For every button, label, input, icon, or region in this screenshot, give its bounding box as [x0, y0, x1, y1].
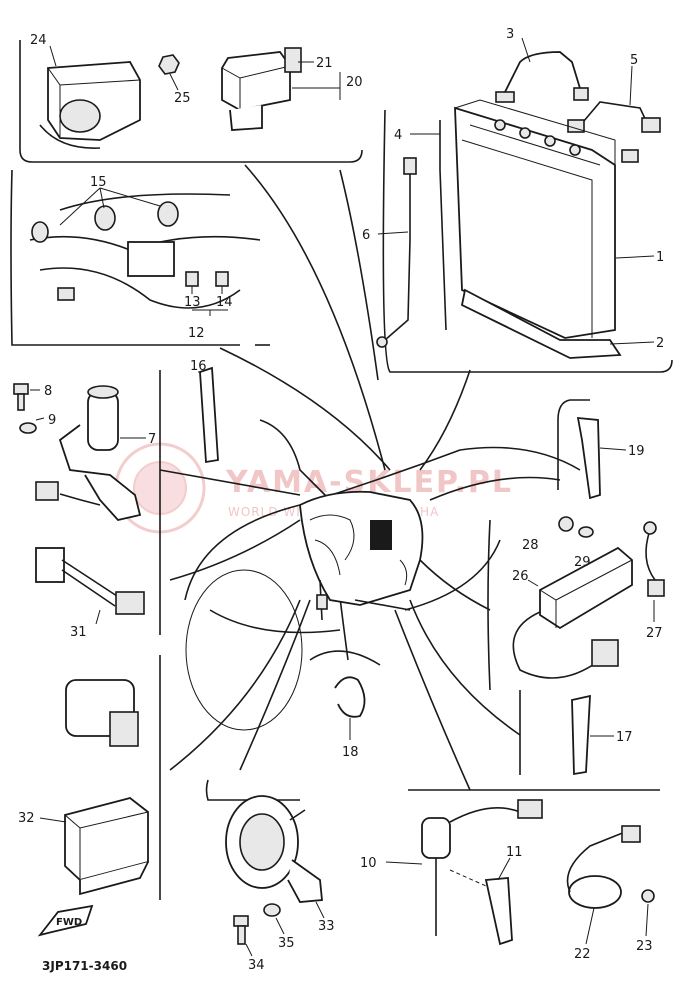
- callout-24: 24: [30, 33, 47, 48]
- callout-18: 18: [342, 745, 359, 760]
- part-21-fuse-icon: [284, 47, 302, 73]
- callout-1: 1: [656, 250, 664, 265]
- part-2-tray-icon: [460, 288, 622, 359]
- callout-6: 6: [362, 228, 370, 243]
- part-4-pipe-icon: [439, 120, 447, 331]
- callout-29: 29: [574, 555, 591, 570]
- callout-16: 16: [190, 359, 207, 374]
- callout-28: 28: [522, 538, 539, 553]
- callout-5: 5: [630, 53, 638, 68]
- harness-frame: [10, 169, 240, 346]
- callout-26: 26: [512, 569, 529, 584]
- callout-19: 19: [628, 444, 645, 459]
- callout-25: 25: [174, 91, 191, 106]
- callout-20: 20: [346, 75, 363, 90]
- part-3-strap-icon: [501, 51, 583, 99]
- part-8-bolt-icon: [13, 383, 29, 411]
- callout-leaders: [30, 37, 655, 957]
- callout-34: 34: [248, 958, 265, 973]
- part-5-lead-icon: [577, 101, 649, 129]
- diagram-code: 3JP171-3460: [42, 959, 127, 973]
- horn-frame: [205, 779, 300, 801]
- clamp-frame: [309, 650, 381, 666]
- part-12-harness-icon: [29, 193, 261, 309]
- callout-4: 4: [394, 128, 402, 143]
- frame-silhouette: [184, 419, 581, 731]
- part-35-washer-icon: [263, 903, 281, 917]
- callout-8: 8: [44, 384, 52, 399]
- callout-35: 35: [278, 936, 295, 951]
- right-frame-19: [557, 399, 590, 490]
- callout-10: 10: [360, 856, 377, 871]
- part-7-switch-icon: [35, 385, 142, 521]
- callout-22: 22: [574, 947, 591, 962]
- flasher-relay-icon: [65, 679, 139, 747]
- part-9-washer-icon: [19, 422, 37, 434]
- panel-module-icon: [370, 520, 392, 550]
- callout-32: 32: [18, 811, 35, 826]
- part-34-bolt-icon: [233, 915, 249, 945]
- part-27-lead-icon: [645, 529, 656, 581]
- front-arrow-icon: FWD: [37, 904, 94, 937]
- part-24-unit-icon: [39, 61, 141, 149]
- part-22-relay-icon: [566, 825, 641, 909]
- part-11-arm-icon: [484, 877, 513, 946]
- callout-2: 2: [656, 336, 664, 351]
- callout-21: 21: [316, 56, 333, 71]
- callout-33: 33: [318, 919, 335, 934]
- electrical-panel: [299, 490, 424, 621]
- part-1-battery-icon: [454, 99, 616, 339]
- section-boundaries: [10, 40, 673, 900]
- part-17-tie-icon: [571, 694, 591, 776]
- callout-27: 27: [646, 626, 663, 641]
- part-33-horn-icon: [225, 795, 323, 903]
- part-32-relay-icon: [64, 797, 149, 896]
- callout-14: 14: [216, 295, 233, 310]
- callout-17: 17: [616, 730, 633, 745]
- front-arrow-label: FWD: [56, 917, 82, 928]
- part-26-unit-icon: [512, 546, 633, 679]
- top-left-frame: [19, 40, 363, 163]
- part-25-nut-icon: [158, 54, 180, 75]
- callout-9: 9: [48, 413, 56, 428]
- callout-31: 31: [70, 625, 87, 640]
- part-28-screw-icon: [558, 516, 574, 532]
- battery-frame: [382, 109, 673, 373]
- part-29-washer-icon: [578, 526, 594, 538]
- part-23-screw-icon: [641, 889, 655, 903]
- part-18-clamp-icon: [334, 676, 366, 718]
- part-6-lead-icon: [384, 160, 411, 341]
- callout-labels: 1 2 3 4 5 6 7 8 9 10 11 12 13 14 15 16 1…: [18, 27, 664, 973]
- callout-15: 15: [90, 175, 107, 190]
- callout-12: 12: [188, 326, 205, 341]
- callout-7: 7: [148, 432, 156, 447]
- part-16-tie-icon: [199, 366, 219, 464]
- part-10-switch-icon: [421, 799, 543, 936]
- callout-3: 3: [506, 27, 514, 42]
- callout-13: 13: [184, 295, 201, 310]
- fuse-box-icon: [127, 241, 175, 277]
- right-frame-26: [487, 519, 491, 691]
- part-19-bracket-icon: [576, 416, 601, 500]
- callout-23: 23: [636, 939, 653, 954]
- part-20-relay-icon: [221, 47, 302, 131]
- callout-11: 11: [506, 845, 523, 860]
- part-31-connector-icon: [35, 547, 145, 615]
- frame-leader-lines: [159, 164, 561, 791]
